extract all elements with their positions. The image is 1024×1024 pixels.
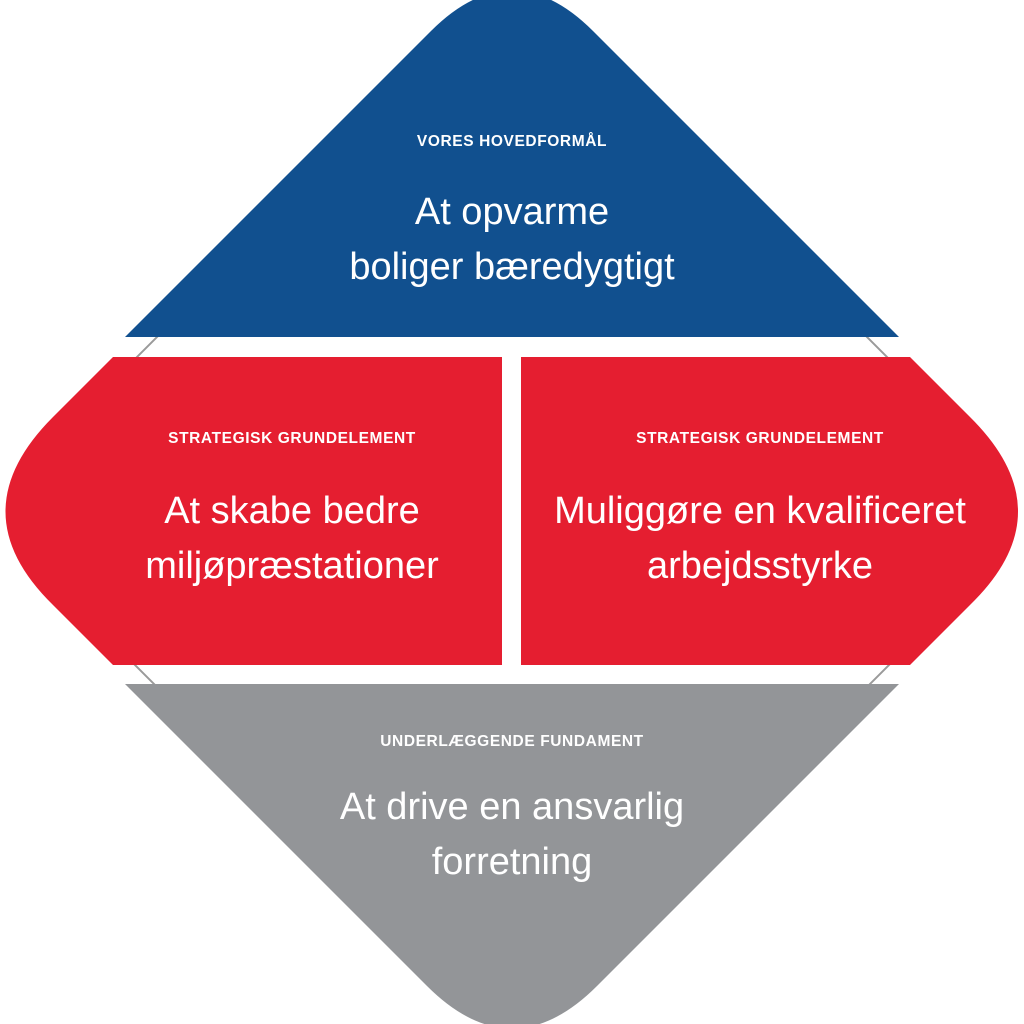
middle-left-statement-line-1: At skabe bedre <box>164 490 420 532</box>
middle-right-segment <box>521 357 1018 665</box>
middle-left-statement-line-2: miljøpræstationer <box>145 545 439 587</box>
bottom-eyebrow: UNDERLÆGGENDE FUNDAMENT <box>380 733 644 750</box>
middle-right-eyebrow: STRATEGISK GRUNDELEMENT <box>636 430 884 447</box>
middle-right-statement: Muliggøre en kvalificeret arbejdsstyrke <box>523 484 997 594</box>
middle-left-statement: At skabe bedre miljøpræstationer <box>62 484 522 594</box>
bottom-statement-line-1: At drive en ansvarlig <box>339 786 685 828</box>
middle-left-segment <box>5 357 502 665</box>
bottom-segment <box>125 684 899 1024</box>
middle-left-eyebrow: STRATEGISK GRUNDELEMENT <box>168 430 416 447</box>
bottom-statement: At drive en ansvarlig forretning <box>212 780 812 890</box>
middle-right-statement-line-1: Muliggøre en kvalificeret <box>554 490 966 532</box>
middle-right-statement-line-2: arbejdsstyrke <box>647 545 873 587</box>
top-statement: At opvarme boliger bæredygtigt <box>212 185 812 295</box>
top-statement-line-1: At opvarme <box>414 191 610 233</box>
bottom-statement-line-2: forretning <box>431 841 593 883</box>
top-segment <box>125 0 899 337</box>
top-eyebrow: VORES HOVEDFORMÅL <box>416 133 608 150</box>
top-statement-line-2: boliger bæredygtigt <box>349 246 675 288</box>
